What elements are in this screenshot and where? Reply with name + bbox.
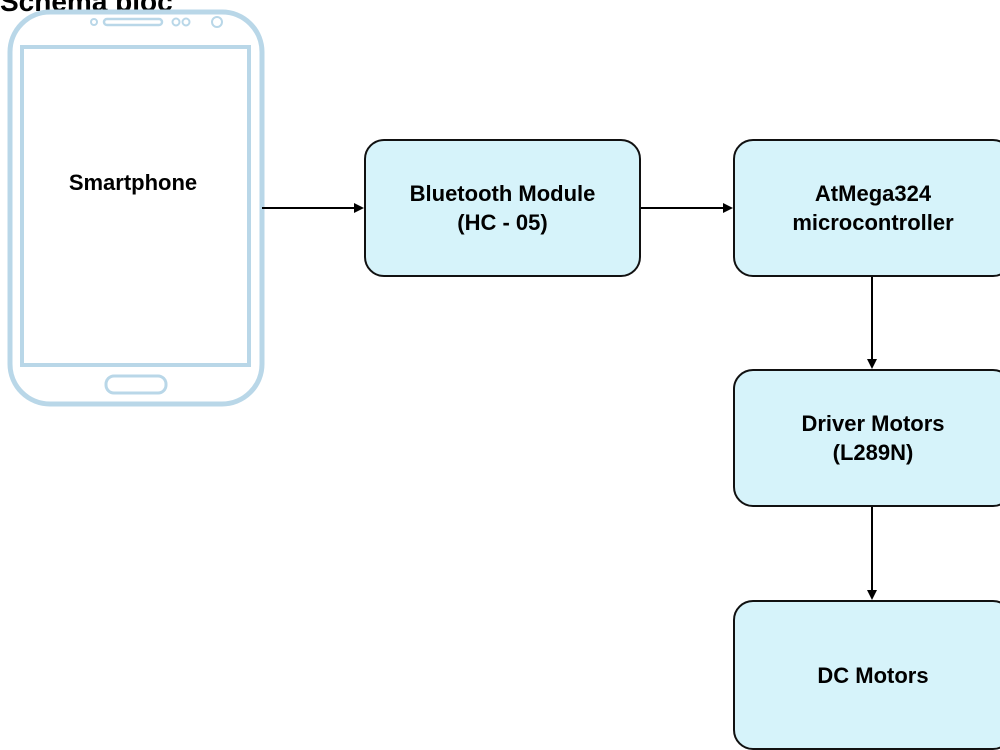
dc-motors-line1: DC Motors: [817, 662, 929, 688]
bluetooth-module-line1: Bluetooth Module: [409, 181, 596, 206]
microcontroller-node: AtMega324 microcontroller: [733, 139, 1000, 277]
dc-motors-node: DC Motors: [733, 600, 1000, 750]
microcontroller-line1: AtMega324: [814, 181, 932, 206]
driver-motors-line1: Driver Motors: [801, 411, 945, 436]
driver-motors-line2: (L289N): [832, 440, 914, 465]
bluetooth-module-node: Bluetooth Module (HC - 05): [364, 139, 641, 277]
driver-motors-node: Driver Motors (L289N): [733, 369, 1000, 507]
microcontroller-line2: microcontroller: [792, 210, 954, 235]
smartphone-label: Smartphone: [68, 170, 198, 195]
smartphone-icon: [7, 9, 265, 407]
diagram-canvas: [7, 9, 877, 600]
bluetooth-module-line2: (HC - 05): [457, 210, 548, 235]
